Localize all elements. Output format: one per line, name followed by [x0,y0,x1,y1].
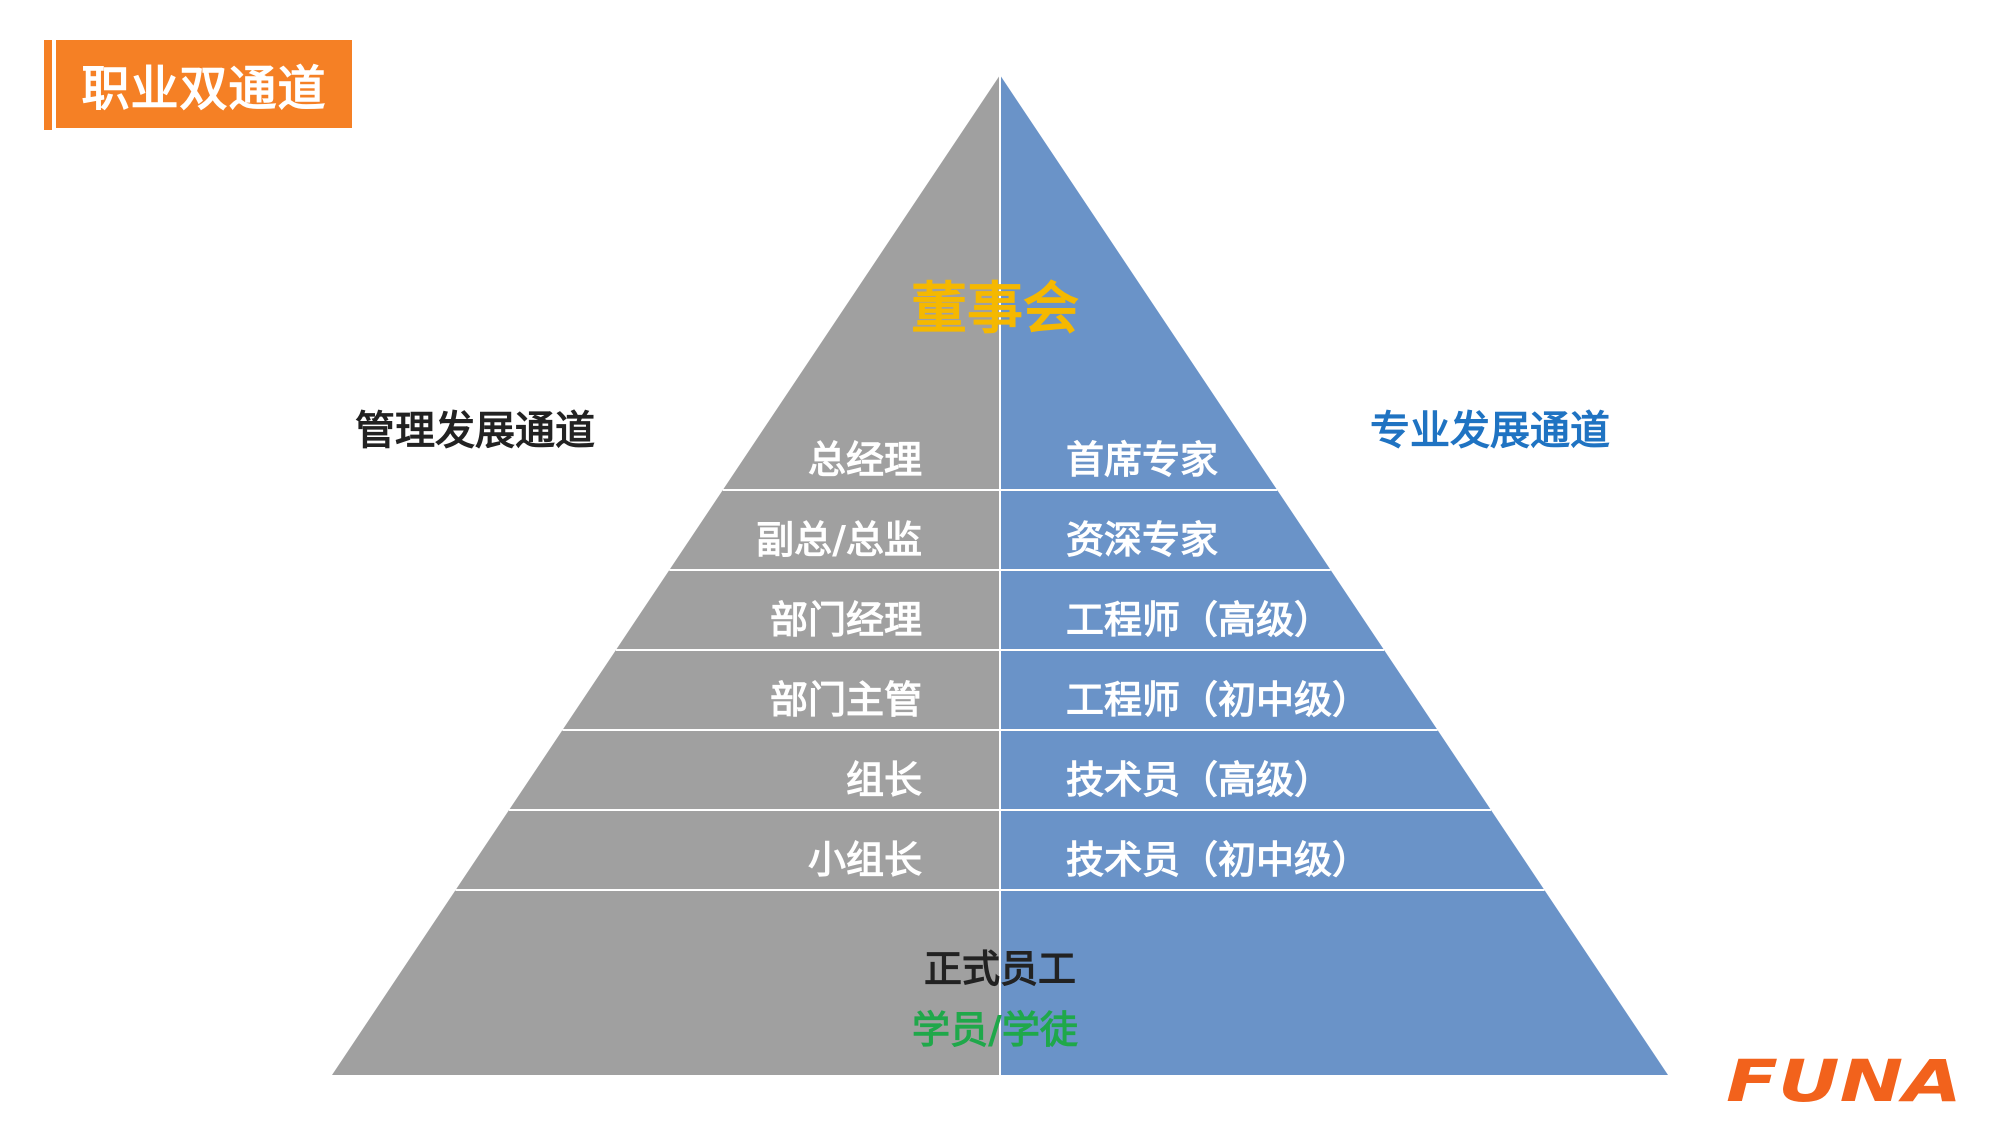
management-level-label: 副总/总监 [756,518,922,562]
logo-text: FUNA [1726,1055,1962,1107]
regular-staff-label: 正式员工 [924,947,1076,991]
management-level-label: 总经理 [808,438,922,482]
professional-level-label: 资深专家 [1066,518,1218,562]
professional-level-label: 技术员（高级） [1066,758,1332,802]
professional-level-label: 工程师（初中级） [1066,678,1370,722]
management-level-label: 部门主管 [770,678,922,722]
management-level-label: 部门经理 [770,598,922,642]
title-accent-bar [44,40,52,130]
professional-half [1000,75,1668,1075]
trainee-label: 学员/学徒 [912,1008,1079,1052]
professional-level-label: 工程师（高级） [1066,598,1332,642]
professional-channel-label: 专业发展通道 [1370,408,1610,454]
management-level-label: 小组长 [808,838,922,882]
tier-dividers [455,489,1545,891]
page-title: 职业双通道 [56,40,352,128]
management-half [332,75,1000,1075]
management-level-label: 组长 [846,758,922,802]
funa-logo: FUNA [1726,1055,1962,1107]
professional-level-label: 技术员（初中级） [1066,838,1370,882]
professional-level-label: 首席专家 [1066,438,1218,482]
board-label: 董事会 [911,277,1079,342]
management-channel-label: 管理发展通道 [355,408,595,454]
